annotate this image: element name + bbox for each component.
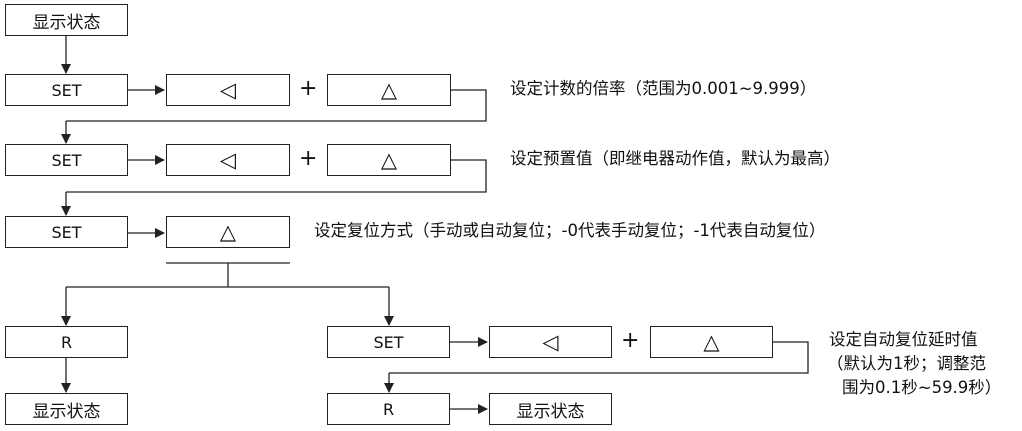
up-triangle-icon: △ <box>380 77 398 102</box>
left-triangle-icon: ◁ <box>219 147 237 172</box>
plus-sign-step2: + <box>299 146 318 171</box>
left-key-step1: ◁ <box>166 74 290 106</box>
start-display-state-box: 显示状态 <box>5 4 128 36</box>
left-key-step4: ◁ <box>489 326 612 358</box>
step2-description: 设定预置值（即继电器动作值，默认为最高） <box>510 149 840 168</box>
set-button-step2: SET <box>5 144 128 176</box>
up-key-step3: △ <box>166 216 290 248</box>
end-display-state-right: 显示状态 <box>489 393 612 425</box>
up-triangle-icon: △ <box>703 329 720 354</box>
step4-line1: 设定自动复位延时值 <box>829 330 978 349</box>
up-triangle-icon: △ <box>380 147 398 172</box>
set-button-step1: SET <box>5 74 128 106</box>
set-button-step4: SET <box>327 326 450 358</box>
left-key-step2: ◁ <box>166 144 290 176</box>
set-button-step3: SET <box>5 216 128 248</box>
plus-sign-step4: + <box>621 328 640 353</box>
loop-row1 <box>66 89 487 122</box>
step3-description: 设定复位方式（手动或自动复位；-0代表手动复位；-1代表自动复位） <box>314 221 826 240</box>
r-button-left: R <box>5 326 128 358</box>
step4-line3: 围为0.1秒~59.9秒） <box>842 378 1002 397</box>
up-key-step4: △ <box>650 326 773 358</box>
up-triangle-icon: △ <box>219 219 237 244</box>
step1-description: 设定计数的倍率（范围为0.001~9.999） <box>510 79 817 98</box>
step4-line2: （默认为1秒；调整范 <box>827 354 986 373</box>
up-key-step1: △ <box>327 74 451 106</box>
end-display-state-left: 显示状态 <box>5 393 128 425</box>
step4-description: 设定自动复位延时值 （默认为1秒；调整范 围为0.1秒~59.9秒） <box>827 328 1002 400</box>
loop-row2 <box>66 159 487 193</box>
plus-sign-step1: + <box>299 76 318 101</box>
left-triangle-icon: ◁ <box>542 329 559 354</box>
left-triangle-icon: ◁ <box>219 77 237 102</box>
loop-row4 <box>389 341 809 374</box>
up-key-step2: △ <box>327 144 451 176</box>
r-button-right: R <box>327 393 450 425</box>
